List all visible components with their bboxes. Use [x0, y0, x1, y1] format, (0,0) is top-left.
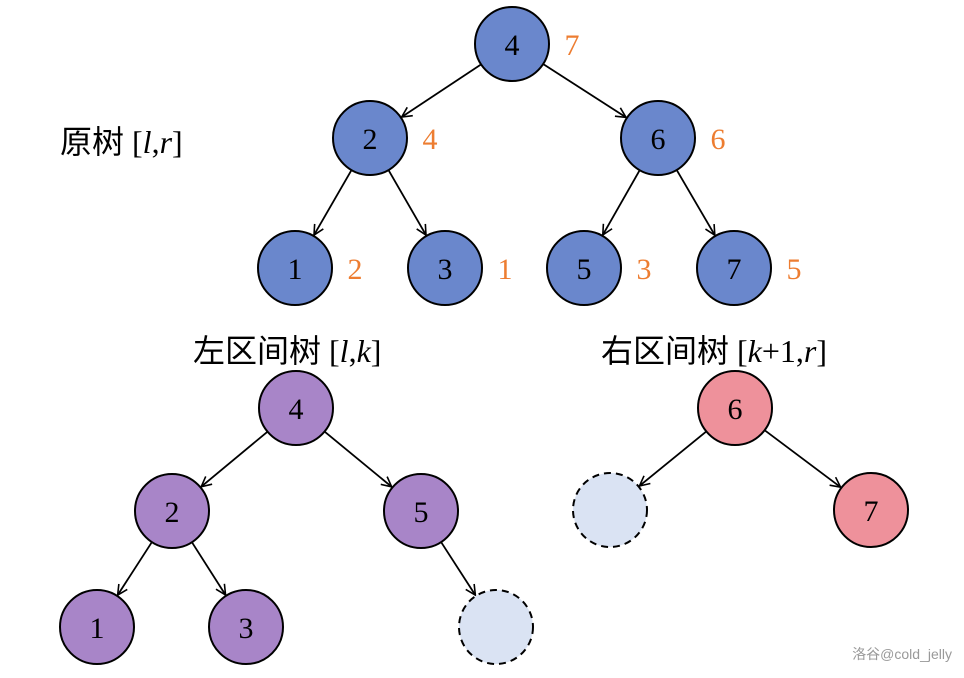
node-circle	[620, 100, 696, 176]
node-key: 6	[728, 393, 743, 426]
node-key: 5	[414, 496, 429, 529]
edge-o2-o1	[314, 169, 353, 235]
tree-node-left: 3	[208, 589, 284, 665]
node-key: 7	[864, 495, 879, 528]
node-key: 7	[727, 253, 742, 286]
right-tree-title: 右区间树 [k+1,r]	[601, 326, 827, 372]
edge-r6-rnull	[639, 430, 707, 486]
comma: ,	[151, 124, 160, 160]
node-circle	[474, 6, 550, 82]
comma: ,	[348, 333, 357, 369]
edge-r6-r7	[764, 429, 841, 487]
edge-o6-o7	[675, 169, 715, 235]
var-k: k	[747, 333, 762, 369]
node-key: 3	[438, 253, 453, 286]
node-circle	[208, 589, 284, 665]
edges-layer	[118, 63, 841, 595]
node-circle	[257, 230, 333, 306]
node-key: 5	[577, 253, 592, 286]
tree-node-left: 1	[59, 589, 135, 665]
left-tree-title: 左区间树 [l,k]	[193, 326, 381, 372]
bracket: ]	[370, 333, 382, 369]
node-circle	[332, 100, 408, 176]
node-priority: 3	[637, 253, 652, 286]
node-key: 6	[651, 123, 666, 156]
title-text: 左区间树	[193, 333, 330, 369]
bracket: ]	[172, 124, 183, 160]
original-tree-title: 原树 [l,r]	[60, 117, 183, 163]
empty-node-circle	[572, 472, 648, 548]
node-key: 1	[90, 612, 105, 645]
tree-node-left: 5	[383, 473, 459, 549]
node-circle	[134, 473, 210, 549]
watermark: 洛谷@cold_jelly	[852, 646, 952, 662]
var-l: l	[339, 333, 349, 369]
node-circle	[697, 370, 773, 446]
node-key: 2	[165, 496, 180, 529]
var-l: l	[142, 124, 152, 160]
edge-l2-l1	[118, 541, 153, 595]
tree-node-left: 2	[134, 473, 210, 549]
var-k: k	[356, 333, 371, 369]
node-circle	[696, 230, 772, 306]
bracket: [	[737, 333, 748, 369]
bracket: [	[132, 124, 143, 160]
title-text: 右区间树	[601, 333, 738, 369]
node-key: 2	[363, 123, 378, 156]
bracket: [	[329, 333, 340, 369]
node-priority: 2	[348, 253, 363, 286]
node-key: 4	[289, 393, 304, 426]
empty-node-circle	[458, 589, 534, 665]
empty-node	[572, 472, 648, 548]
node-key: 1	[288, 253, 303, 286]
node-circle	[383, 473, 459, 549]
node-priority: 7	[565, 29, 580, 62]
title-text: 原树	[60, 124, 133, 160]
edge-o6-o5	[603, 169, 641, 235]
edge-l2-l3	[191, 541, 226, 595]
bracket: ]	[816, 333, 828, 369]
node-key: 4	[505, 29, 520, 62]
edge-l4-l2	[201, 430, 269, 487]
edge-l4-l5	[323, 430, 392, 487]
tree-node-right: 7	[833, 472, 909, 548]
node-priority: 1	[498, 253, 513, 286]
node-priority: 6	[711, 123, 726, 156]
edge-o4-o2	[402, 63, 482, 117]
tree-node-right: 6	[697, 370, 773, 446]
node-priority: 4	[423, 123, 438, 156]
node-key: 3	[239, 612, 254, 645]
tree-node-left: 4	[258, 370, 334, 446]
edge-l5-lnull	[440, 541, 475, 595]
var-r: r	[803, 333, 817, 369]
node-circle	[59, 589, 135, 665]
edge-o4-o6	[542, 63, 626, 117]
node-circle	[546, 230, 622, 306]
node-circle	[258, 370, 334, 446]
edge-o2-o3	[387, 169, 426, 235]
node-priority: 5	[787, 253, 802, 286]
node-circle	[833, 472, 909, 548]
plus-one: +1,	[761, 333, 804, 369]
var-r: r	[159, 124, 173, 160]
node-circle	[407, 230, 483, 306]
empty-node	[458, 589, 534, 665]
